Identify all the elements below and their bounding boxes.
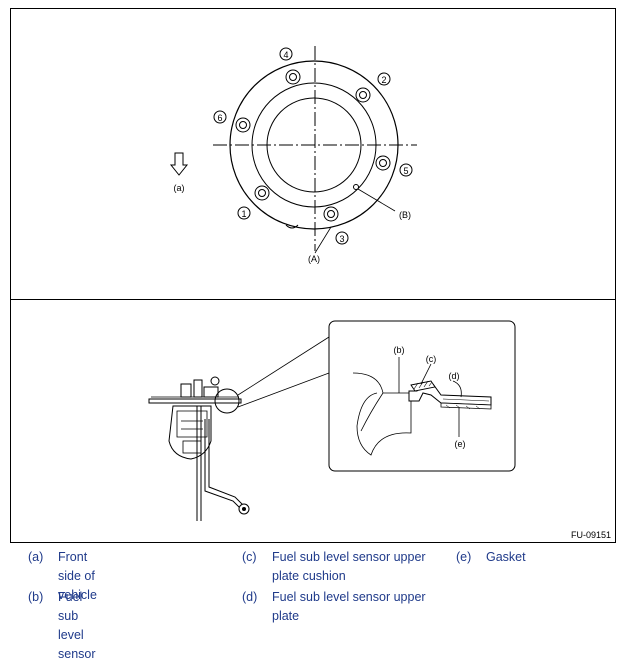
- label-b: (b): [394, 345, 405, 355]
- section-divider: [11, 299, 615, 300]
- front-arrow-icon: [169, 152, 189, 176]
- number-4: 4: [283, 50, 288, 60]
- number-3: 3: [339, 234, 344, 244]
- label-B: (B): [399, 210, 411, 220]
- number-1-marker: 1: [237, 206, 251, 220]
- legend-text: Fuel sub level sensor upper: [272, 550, 426, 564]
- figure-code: FU-09151: [570, 530, 611, 540]
- legend-text: Front side of vehicle: [58, 550, 97, 602]
- center-opening: [266, 97, 362, 193]
- notch: [285, 224, 299, 229]
- number-3-marker: 3: [335, 231, 349, 245]
- legend-text: Fuel sub level sensor upper: [272, 590, 426, 604]
- number-2: 2: [381, 75, 386, 85]
- nut-1: [254, 185, 270, 201]
- legend-key: (d): [242, 590, 258, 604]
- nut-5: [375, 155, 391, 171]
- label-front-arrow: (a): [174, 183, 185, 193]
- number-6-marker: 6: [213, 110, 227, 124]
- label-e: (e): [455, 439, 466, 449]
- number-1: 1: [241, 209, 246, 219]
- nut-2: [355, 87, 371, 103]
- legend-text-cont: plate cushion: [272, 569, 346, 583]
- number-2-marker: 2: [377, 72, 391, 86]
- legend-key: (c): [242, 550, 257, 564]
- number-5-marker: 5: [399, 163, 413, 177]
- figure-frame: 4 2 6 5 1 3 (B) (A) (a): [10, 8, 616, 543]
- mark-B-dot: [353, 184, 359, 190]
- outer-flange: [229, 60, 399, 230]
- inner-ring: [251, 82, 377, 208]
- nut-3: [323, 206, 339, 222]
- legend-text: Gasket: [486, 550, 526, 564]
- top-view: 4 2 6 5 1 3 (B) (A) (a): [169, 46, 417, 264]
- legend-text: Fuel sub level sensor: [58, 590, 96, 661]
- detail-callout-circle: [214, 388, 240, 414]
- legend-key: (b): [28, 590, 44, 604]
- nut-6: [235, 117, 251, 133]
- number-6: 6: [217, 113, 222, 123]
- label-d: (d): [449, 371, 460, 381]
- nut-4: [285, 69, 301, 85]
- legend-key: (e): [456, 550, 472, 564]
- legend-text-cont: plate: [272, 609, 300, 623]
- side-view: [148, 336, 330, 521]
- detail-view: (b) (c) (d) (e): [328, 320, 516, 472]
- label-c: (c): [426, 354, 437, 364]
- legend-key: (a): [28, 550, 44, 564]
- number-5: 5: [403, 166, 408, 176]
- label-A: (A): [308, 254, 320, 264]
- number-4-marker: 4: [279, 47, 293, 61]
- diagram: 4 2 6 5 1 3 (B) (A) (a): [148, 46, 516, 521]
